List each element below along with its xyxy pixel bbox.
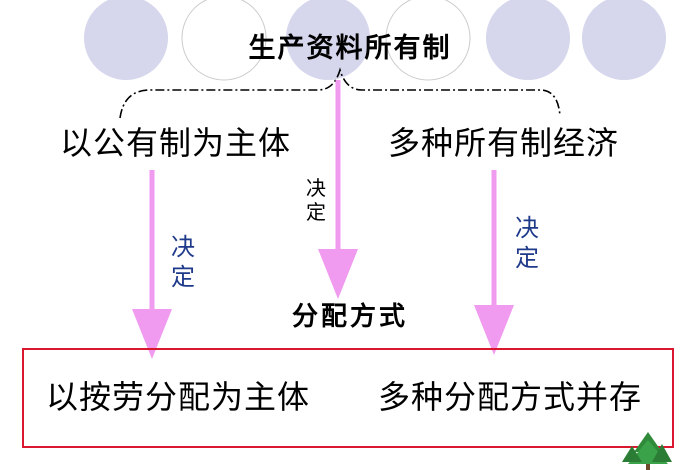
decorative-circles — [84, 0, 666, 81]
decide-right-label: 决定 — [515, 214, 539, 272]
multi-distribution-label: 多种分配方式并存 — [378, 378, 643, 416]
circle-3 — [286, 0, 370, 80]
tree-icon — [622, 432, 672, 470]
distribution-mode-label: 分配方式 — [291, 302, 408, 332]
labor-distribution-label: 以按劳分配为主体 — [46, 378, 311, 416]
circle-6 — [582, 0, 666, 80]
circle-2 — [181, 0, 267, 81]
result-box — [22, 348, 674, 448]
circle-1 — [84, 0, 168, 80]
brace-line — [119, 67, 561, 119]
public-ownership-label: 以公有制为主体 — [60, 124, 292, 162]
circle-4 — [385, 0, 471, 81]
multi-ownership-label: 多种所有制经济 — [388, 124, 620, 162]
decide-mid-label: 决定 — [306, 176, 326, 224]
page-title: 生产资料所有制 — [248, 33, 452, 64]
decide-left-label: 决定 — [171, 233, 195, 291]
circle-5 — [486, 0, 570, 80]
